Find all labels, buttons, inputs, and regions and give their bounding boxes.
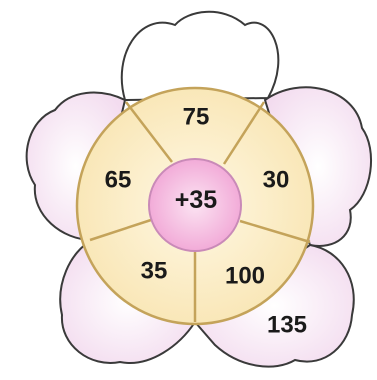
ring-value-right: 30 <box>263 167 290 194</box>
ring-value-bottom-right: 100 <box>225 263 265 290</box>
ring-value-left: 65 <box>105 167 132 194</box>
ring-value-top: 75 <box>183 104 210 131</box>
petal-top <box>122 12 279 100</box>
center-operation-label: +35 <box>175 186 218 214</box>
ring-value-bottom-left: 35 <box>141 258 168 285</box>
petal-answer-value: 135 <box>267 312 307 339</box>
